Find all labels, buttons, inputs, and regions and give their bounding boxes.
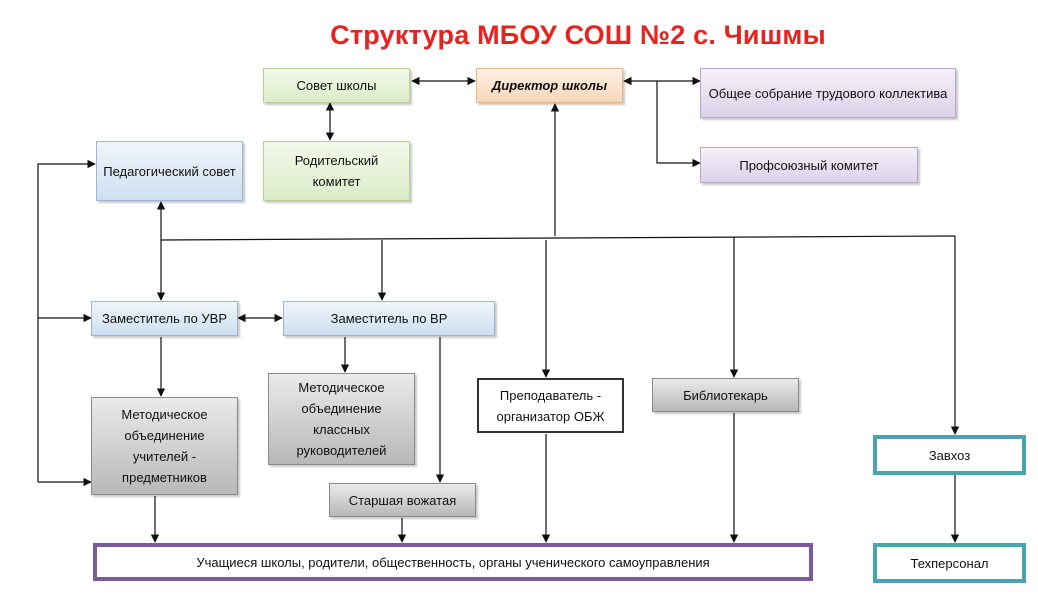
librarian-label: Библиотекарь [683, 387, 768, 403]
methodical-class-teachers-box: Методическое объединение классных руково… [268, 373, 415, 465]
pedagogical-council-box: Педагогический совет [96, 141, 243, 201]
trade-union-label: Профсоюзный комитет [739, 157, 879, 173]
school-council-box: Совет школы [263, 68, 410, 103]
deputy-vr-box: Заместитель по ВР [283, 301, 495, 336]
methodical-class-teachers-label: Методическое объединение классных руково… [296, 380, 387, 458]
staff-label: Техперсонал [910, 555, 989, 571]
methodical-subject-teachers-label: Методическое объединение учителей - пред… [121, 407, 208, 485]
students-community-label: Учащиеся школы, родители, общественность… [196, 554, 710, 570]
link-left-ped [37, 159, 96, 482]
obzh-teacher-label: Преподаватель - организатор ОБЖ [496, 387, 605, 424]
students-community-box: Учащиеся школы, родители, общественность… [93, 543, 813, 581]
page-title: Структура МБОУ СОШ №2 с. Чишмы [330, 20, 826, 50]
librarian-box: Библиотекарь [652, 378, 799, 412]
deputy-vr-label: Заместитель по ВР [330, 311, 448, 326]
director-label: Директор школы [491, 78, 608, 93]
senior-counselor-box: Старшая вожатая [329, 483, 476, 517]
bus-line [160, 235, 956, 241]
pedagogical-council-label: Педагогический совет [103, 163, 236, 179]
senior-counselor-label: Старшая вожатая [348, 492, 457, 508]
deputy-uvr-label: Заместитель по УВР [101, 311, 228, 326]
parent-committee-label: Родительский комитет [294, 153, 379, 189]
methodical-subject-teachers-box: Методическое объединение учителей - пред… [91, 397, 238, 495]
obzh-teacher-box: Преподаватель - организатор ОБЖ [477, 378, 624, 433]
caretaker-label: Завхоз [928, 447, 971, 463]
general-meeting-label: Общее собрание трудового коллектива [708, 85, 948, 101]
deputy-uvr-box: Заместитель по УВР [91, 301, 238, 336]
director-box: Директор школы [476, 68, 623, 103]
school-council-label: Совет школы [296, 78, 377, 93]
link-director-union [656, 81, 701, 168]
trade-union-box: Профсоюзный комитет [700, 147, 918, 183]
general-meeting-box: Общее собрание трудового коллектива [700, 68, 956, 118]
caretaker-box: Завхоз [873, 435, 1026, 475]
staff-box: Техперсонал [873, 543, 1026, 583]
parent-committee-box: Родительский комитет [263, 141, 410, 201]
